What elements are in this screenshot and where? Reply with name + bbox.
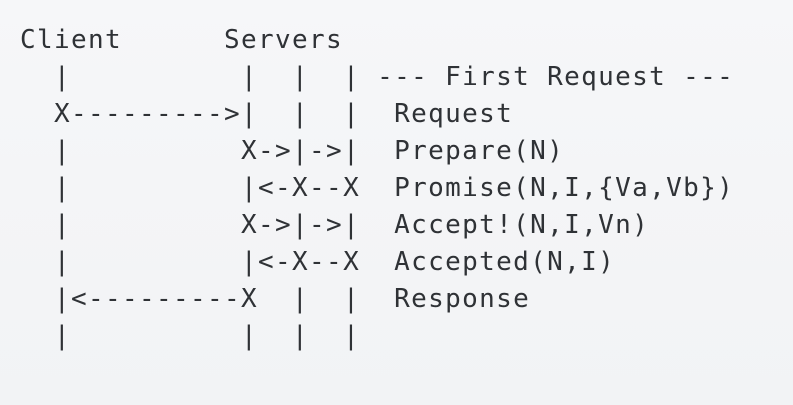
- message-row-accepted: | |<-X--X Accepted(N,I): [20, 247, 616, 277]
- message-row-request: X--------->| | | Request: [20, 99, 514, 129]
- message-row-prepare: | X->|->| Prepare(N): [20, 136, 565, 166]
- message-row-promise: | |<-X--X Promise(N,I,{Va,Vb}): [20, 173, 735, 203]
- message-row-response: |<---------X | | Response: [20, 284, 531, 314]
- lifeline-footer-row: | | | |: [20, 321, 361, 351]
- diagram-header-row: Client Servers: [20, 25, 344, 55]
- message-row-accept: | X->|->| Accept!(N,I,Vn): [20, 210, 650, 240]
- section-banner-row-first-request: | | | | --- First Request ---: [20, 62, 735, 92]
